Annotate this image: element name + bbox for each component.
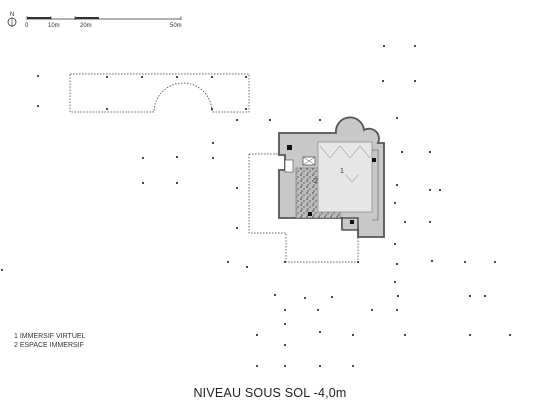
scale-tick-20m: 20m (80, 23, 92, 29)
column-grid (1, 45, 511, 367)
upper-level-outline (69, 73, 250, 113)
legend-item-espace-immersif: 2 ESPACE IMMERSIF (14, 342, 84, 349)
legend-item-immersif-virtuel: 1 IMMERSIF VIRTUEL (14, 333, 86, 340)
scale-bar: 0 10m 20m 50m (25, 16, 182, 29)
north-label: N (10, 12, 14, 18)
scale-tick-50m: 50m (170, 23, 182, 29)
legend: 1 IMMERSIF VIRTUEL 2 ESPACE IMMERSIF (14, 332, 85, 350)
room-label-2: 2 (314, 178, 318, 185)
site-boundary-outline (248, 153, 359, 263)
basement-building: 1 2 (278, 116, 385, 238)
page-title: NIVEAU SOUS SOL -4,0m (193, 386, 347, 400)
scale-tick-10m: 10m (48, 23, 60, 29)
north-arrow-icon: N (7, 12, 17, 27)
scale-tick-0: 0 (25, 23, 29, 29)
room-label-1: 1 (340, 168, 344, 175)
